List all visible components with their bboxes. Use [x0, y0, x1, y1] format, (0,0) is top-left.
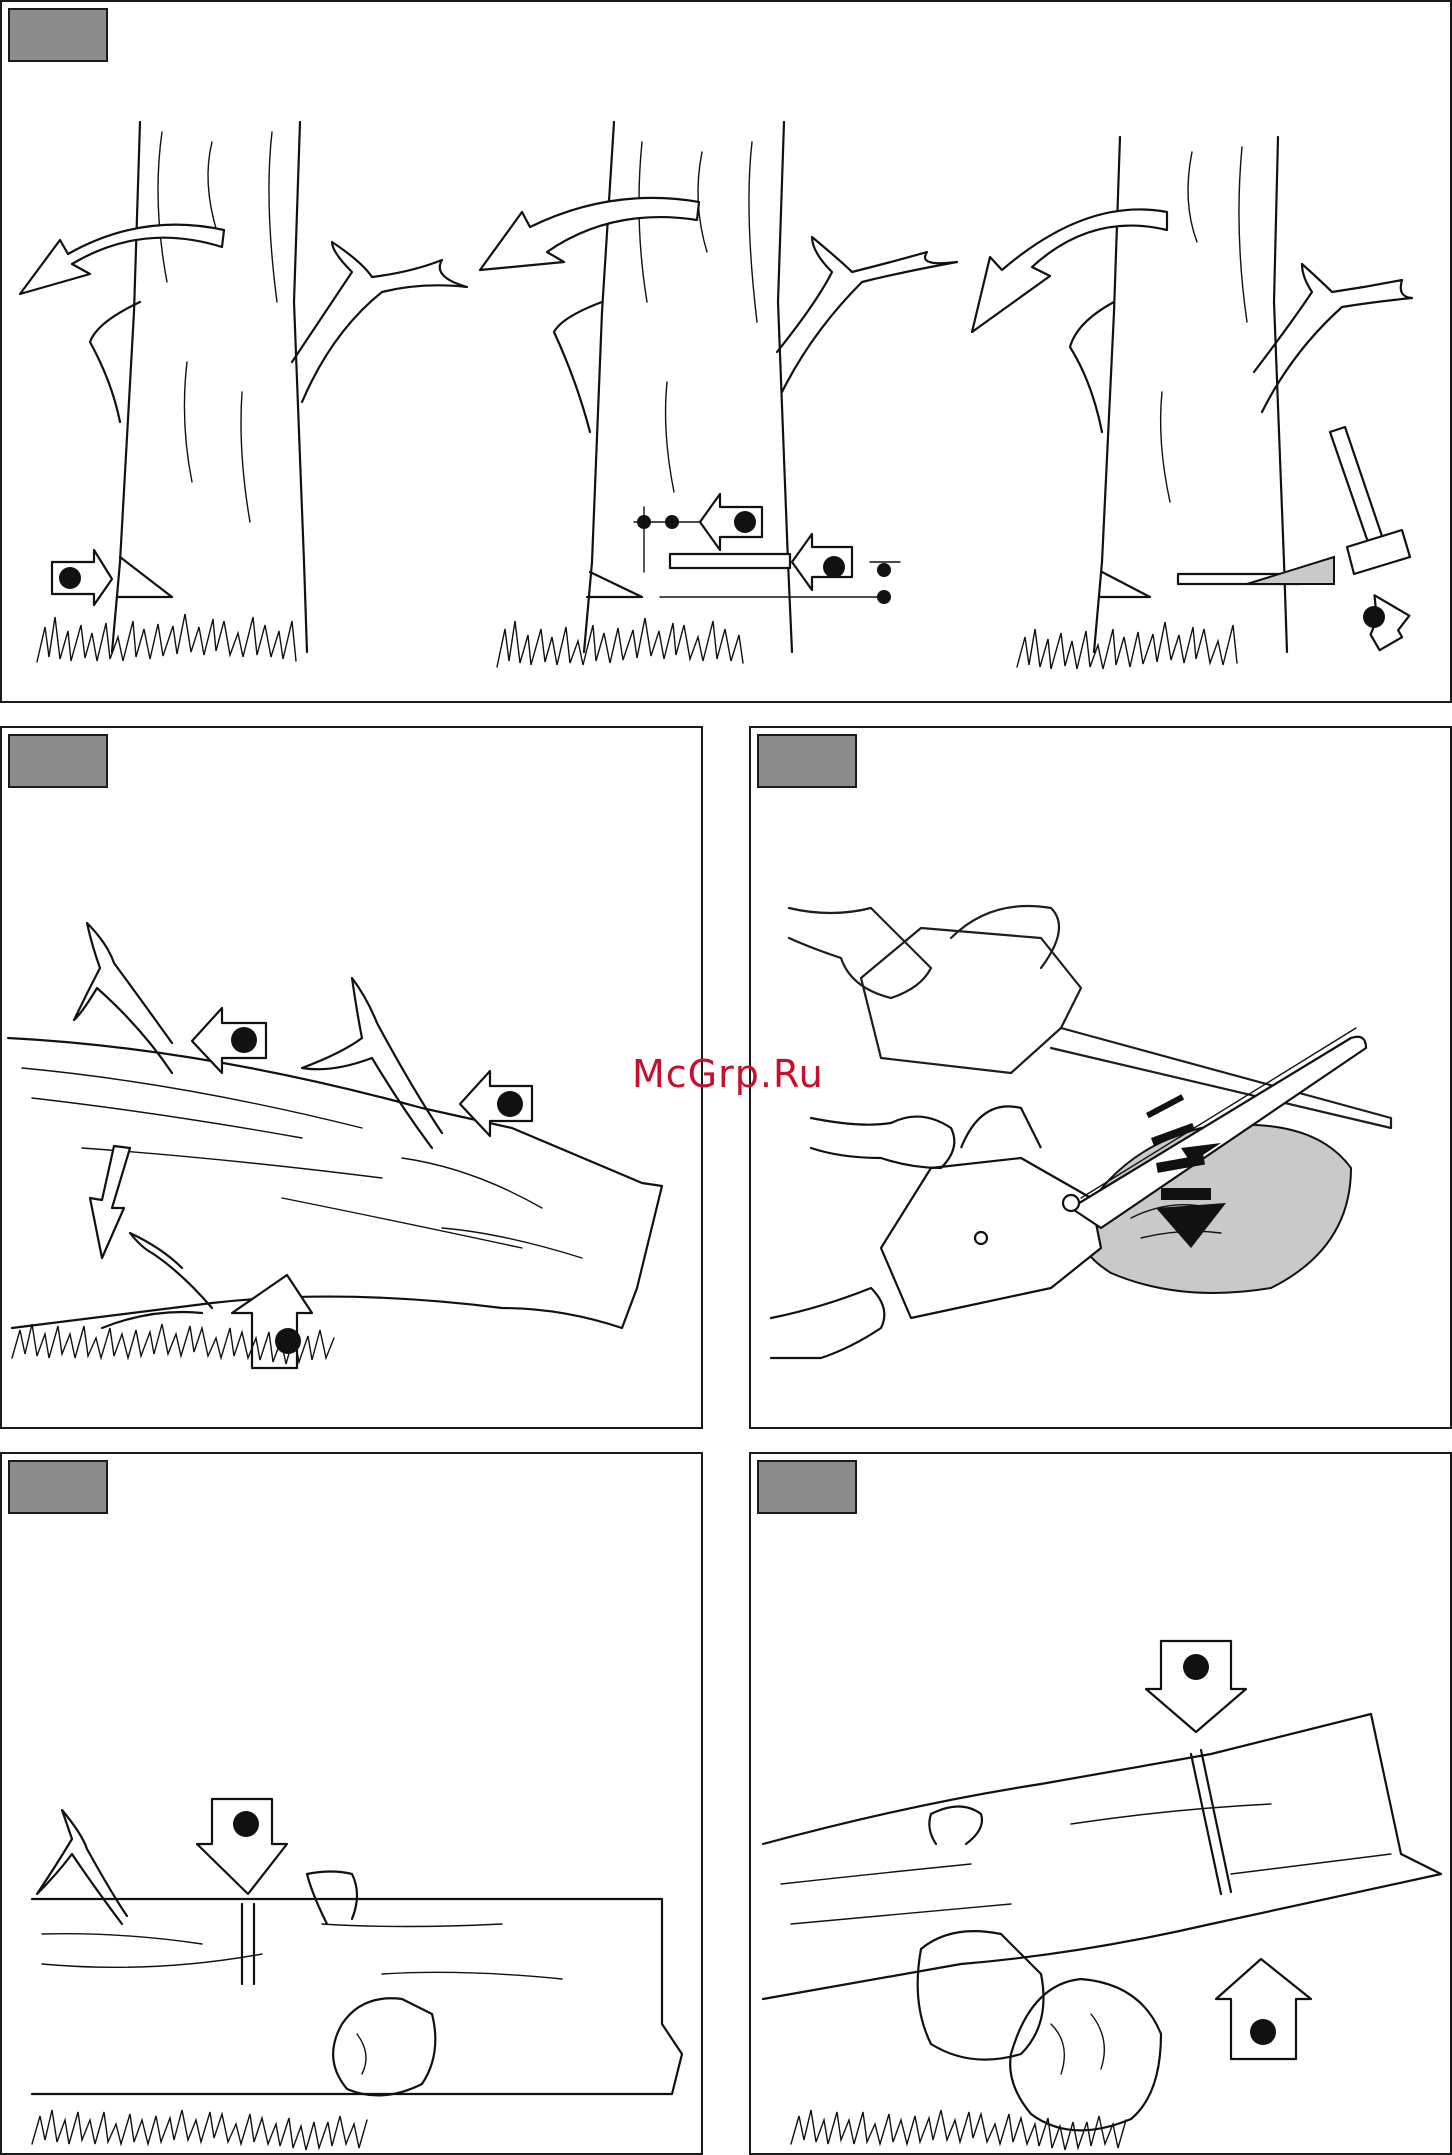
hand-left	[811, 1117, 954, 1168]
fall-direction-arrow-1	[20, 225, 224, 294]
ghost-chainsaw	[789, 906, 1391, 1128]
support-log	[1010, 1979, 1161, 2130]
cut-end	[918, 1931, 1044, 2059]
watermark: McGrp.Ru	[632, 1052, 824, 1096]
chainsaw-panel	[749, 726, 1452, 1429]
log	[32, 1899, 682, 2094]
bucking-supported-panel	[749, 1452, 1452, 2155]
fall-direction-arrow-3	[972, 209, 1167, 332]
bucking-ground-illustration	[2, 1454, 701, 2153]
limbing-illustration	[2, 728, 701, 1427]
felling-panel	[0, 0, 1452, 703]
grass	[37, 614, 296, 662]
log-piece	[333, 1998, 435, 2095]
chainsaw-illustration	[751, 728, 1450, 1427]
hammer	[1330, 427, 1410, 574]
fall-direction-arrow-2	[480, 198, 699, 270]
cut-direction-arrow	[90, 1146, 130, 1258]
tree-1	[90, 122, 467, 652]
felling-illustration	[2, 2, 1450, 701]
grass	[32, 2110, 367, 2150]
felling-wedge	[1247, 557, 1334, 584]
raised-log	[763, 1714, 1441, 1999]
bucking-supported-illustration	[751, 1454, 1450, 2153]
bucking-ground-panel	[0, 1452, 703, 2155]
hand-right	[771, 1288, 884, 1358]
limbing-panel	[0, 726, 703, 1429]
